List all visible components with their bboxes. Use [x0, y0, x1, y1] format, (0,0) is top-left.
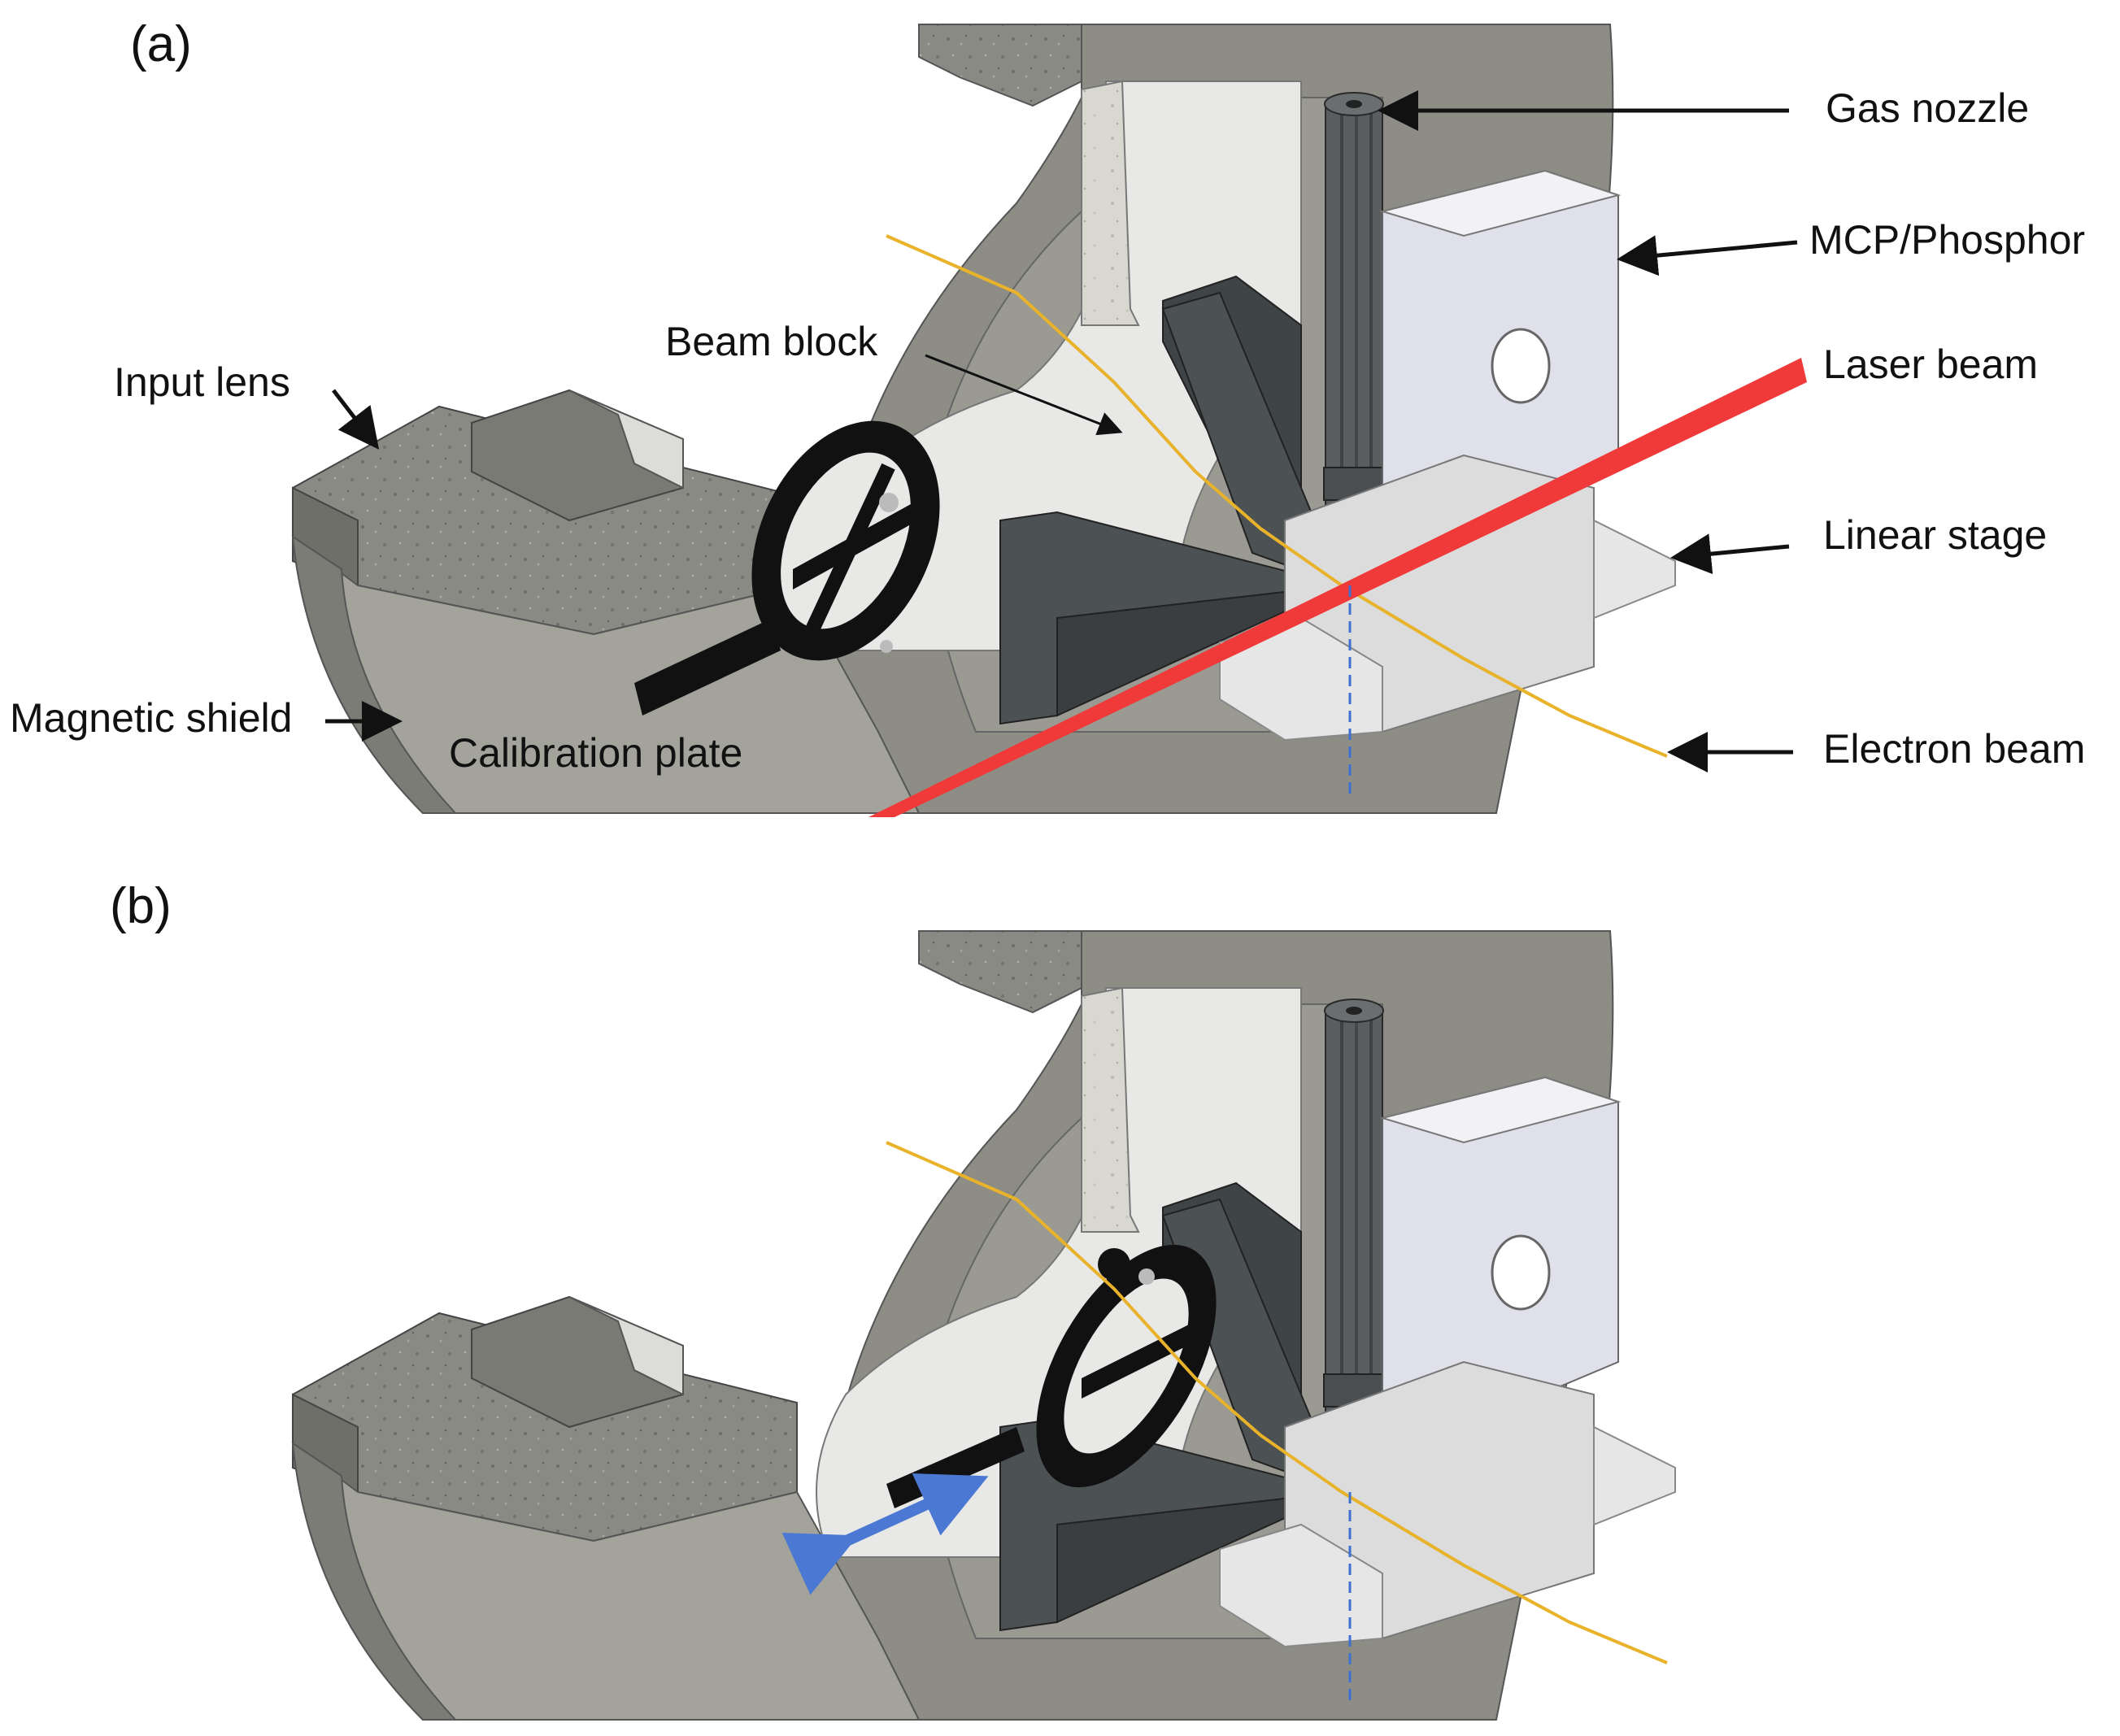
electron-beam-label: Electron beam — [1823, 726, 2085, 772]
calibration-plate-label: Calibration plate — [449, 730, 742, 776]
panel-b-label: (b) — [110, 878, 172, 934]
magnetic-shield-label: Magnetic shield — [10, 695, 292, 741]
laser-beam-label: Laser beam — [1823, 342, 2038, 387]
panel-a-label: (a) — [130, 16, 192, 72]
panel-b: (b) — [110, 878, 1677, 1721]
panel-b-apparatus — [291, 929, 1677, 1721]
electron-beam-a — [886, 234, 1668, 758]
input-lens-label: Input lens — [114, 359, 290, 405]
panel-a: (a) Gas nozzle MCP/Phosphor Laser beam L… — [10, 16, 2085, 817]
laser-beam-a — [868, 358, 1807, 817]
electron-beam-b — [886, 1141, 1668, 1664]
callouts-a: Gas nozzle MCP/Phosphor Laser beam Linea… — [10, 85, 2085, 776]
panel-a-apparatus — [291, 23, 1677, 815]
mcp-phosphor-label: MCP/Phosphor — [1809, 217, 2085, 263]
motion-arrow — [781, 1473, 989, 1595]
beam-block-label: Beam block — [665, 319, 878, 364]
linear-stage-label: Linear stage — [1823, 512, 2047, 558]
calibration-plate-a — [634, 420, 940, 716]
gas-nozzle-label: Gas nozzle — [1826, 85, 2029, 131]
